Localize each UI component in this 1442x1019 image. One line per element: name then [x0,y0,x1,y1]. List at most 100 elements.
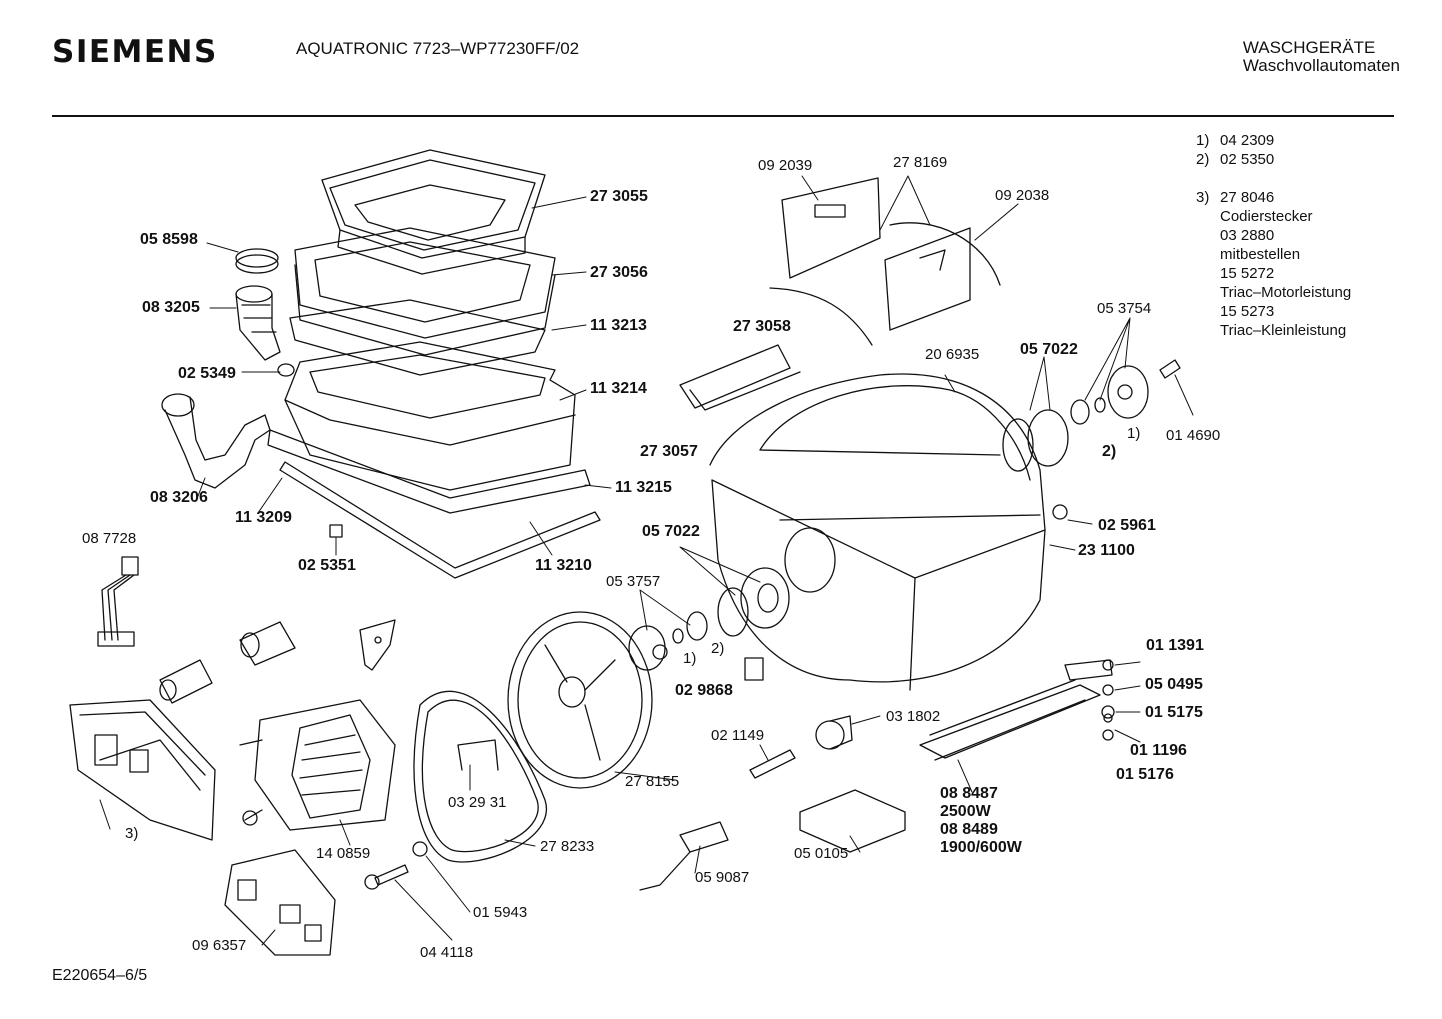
part-label: 11 3214 [590,380,647,397]
seal-113215 [267,429,591,514]
filter-component [159,659,213,704]
pcb-096357 [224,849,336,956]
category: WASCHGERÄTE Waschvollautomaten [1243,39,1400,75]
sensor-059087 [639,821,729,891]
seal-057022-upper [1002,409,1069,472]
part-label: 09 2038 [995,187,1050,204]
part-label: 05 9087 [695,869,750,886]
part-label: 01 1391 [1146,637,1204,654]
seal-113213 [289,299,546,376]
part-label: 09 6357 [192,937,247,954]
part-label: 27 3058 [733,318,791,335]
part-label: 09 2039 [758,157,813,174]
washer-015943 [412,841,428,857]
part-label: 05 7022 [642,523,700,540]
part-label: 2) [1102,443,1117,460]
heater-088487 [919,679,1101,761]
footnotes: 1)04 2309 2)02 5350 3)27 8046 Codierstec… [1196,131,1351,340]
bracket-032931 [457,739,499,771]
capacitor-component [239,621,296,666]
footnote-3-line: 15 5273 [1220,303,1275,320]
part-025961 [1052,504,1068,520]
model-title: AQUATRONIC 7723–WP77230FF/02 [296,39,580,58]
panel-273058 [679,344,801,411]
part-label: 27 3056 [590,264,648,281]
ring-025349 [277,363,295,377]
part-label: 27 3055 [590,188,648,205]
bolt-014690 [1159,359,1181,379]
detergent-drawer [321,149,546,275]
part-label: 05 3754 [1097,300,1152,317]
control-module [69,699,216,841]
part-label: 02 5349 [178,365,236,382]
part-label: 27 8233 [540,838,595,855]
part-label: 14 0859 [316,845,371,862]
part-label: 04 4118 [420,944,474,961]
part-label: 27 8155 [625,773,680,790]
valve-031802 [815,715,853,750]
hose-clamp-058598 [235,248,279,274]
brand-logo: SIEMENS [52,34,218,70]
part-label: 27 3057 [640,443,698,460]
part-label: 20 6935 [925,346,980,363]
clip-025351 [329,524,343,538]
part-label: 08 8489 [940,821,998,838]
bracket-113209 [279,461,601,579]
part-label: 1) [1127,425,1141,442]
mount-plate [359,619,396,671]
part-label: 11 3209 [235,509,292,526]
part-label: 11 3210 [535,557,592,574]
part-label: 01 4690 [1166,427,1221,444]
part-label: 05 8598 [140,231,198,248]
header-rule [52,115,1394,117]
part-label: 01 5943 [473,904,528,921]
footnote-3: 3)27 8046 [1196,189,1275,206]
part-label: 08 3205 [142,299,200,316]
part-label: 05 3757 [606,573,661,590]
part-label: 2) [711,640,725,657]
part-label: 05 0105 [794,845,849,862]
part-label: 08 8487 [940,785,998,802]
drawer-housing [294,227,556,356]
part-label: 2500W [940,803,991,820]
leader-lines [99,175,1194,946]
cable-harness-087728 [97,556,139,647]
hose-083206 [161,393,271,489]
panel-092039 [781,177,881,279]
part-label: 01 5176 [1116,766,1174,783]
panel-092038 [884,222,1001,331]
category-line-2: Waschvollautomaten [1242,56,1400,75]
part-label: 1) [683,650,697,667]
part-label: 11 3215 [615,479,672,496]
footnote-3-line: Triac–Kleinleistung [1220,322,1347,339]
footnote-3-line: mitbestellen [1220,246,1301,263]
document-number: E220654–6/5 [52,967,148,984]
part-label: 02 5961 [1098,517,1156,534]
part-label: 02 1149 [711,727,765,744]
part-label: 3) [125,825,139,842]
part-label: 02 5351 [298,557,356,574]
rear-tub-206935 [759,385,1031,481]
footnote-2: 2)02 5350 [1196,151,1275,168]
flange-053754 [1070,365,1149,425]
flange-053757 [628,611,708,671]
heater-fixings [1064,659,1115,741]
motor-140859 [239,699,396,831]
bolt-044118 [364,864,409,890]
part-label: 1900/600W [940,839,1022,856]
pad-050105 [799,789,906,853]
part-029868 [744,657,764,681]
footnote-3-line: Codierstecker [1220,208,1313,225]
footnote-3-line: 15 5272 [1220,265,1275,282]
footnote-3-line: 03 2880 [1220,227,1275,244]
part-label: 02 9868 [675,682,733,699]
part-label: 01 5175 [1145,704,1203,721]
seal-057022-lower [717,567,790,637]
part-label: 08 7728 [82,530,137,547]
soap-dispenser-housing [284,341,576,491]
strip-278169 [769,287,873,346]
part-label: 23 1100 [1078,542,1135,559]
belt-278233 [413,690,548,863]
part-label: 11 3213 [590,317,647,334]
